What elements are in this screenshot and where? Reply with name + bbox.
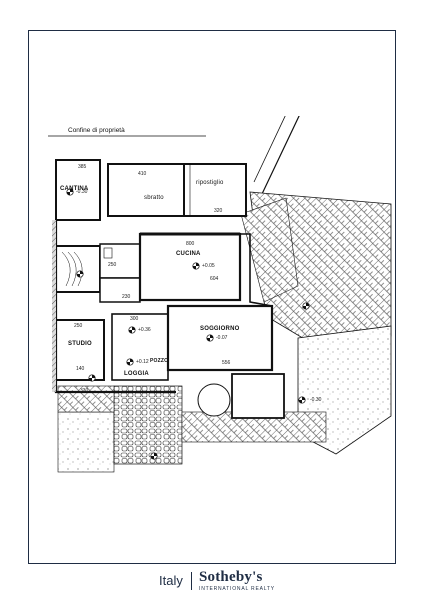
level-loggia: +0.12 [136,359,149,365]
room-label-loggia: LOGGIA [124,371,149,377]
room-label-soggiorno: SOGGIORNO [200,326,240,332]
brand-logo: Sotheby's [199,569,263,585]
level-esterno: -0.30 [310,397,322,403]
level-disimpegno: +0.36 [138,327,151,333]
dimension-250-a: 250 [108,262,117,268]
dimension-410: 410 [138,171,147,177]
dimension-556: 556 [222,360,231,366]
dimension-330: 330 [80,388,89,394]
country-label: Italy [159,573,183,588]
property-line-note: Confine di proprietà [68,127,125,134]
brand-subtitle: INTERNATIONAL REALTY [199,586,275,592]
dimension-385: 385 [78,164,87,170]
dimension-604: 604 [210,276,219,282]
footer-branding: Italy Sotheby's INTERNATIONAL REALTY [0,565,424,599]
page-frame [28,30,396,564]
room-label-studio: STUDIO [68,341,92,347]
footer-divider [191,572,192,590]
floor-plan-drawing [48,109,392,473]
dimension-140: 140 [76,366,85,372]
dimension-800: 800 [186,241,195,247]
floor-plan: Confine di proprietà CANTINA sbratto rip… [36,109,396,506]
room-label-sbratto: sbratto [144,195,164,201]
room-label-cucina: CUCINA [176,251,201,257]
level-cucina: +0.05 [202,263,215,269]
room-label-cantina: CANTINA [60,186,89,192]
dimension-250-b: 250 [74,323,83,329]
dimension-320: 320 [214,208,223,214]
dimension-230: 230 [122,294,131,300]
dimension-300: 300 [130,316,139,322]
level-cantina: -0.30 [76,189,88,195]
level-soggiorno: -0.07 [216,335,228,341]
room-label-ripostiglio: ripostiglio [196,180,224,186]
room-label-pozzo: POZZO [150,358,169,364]
